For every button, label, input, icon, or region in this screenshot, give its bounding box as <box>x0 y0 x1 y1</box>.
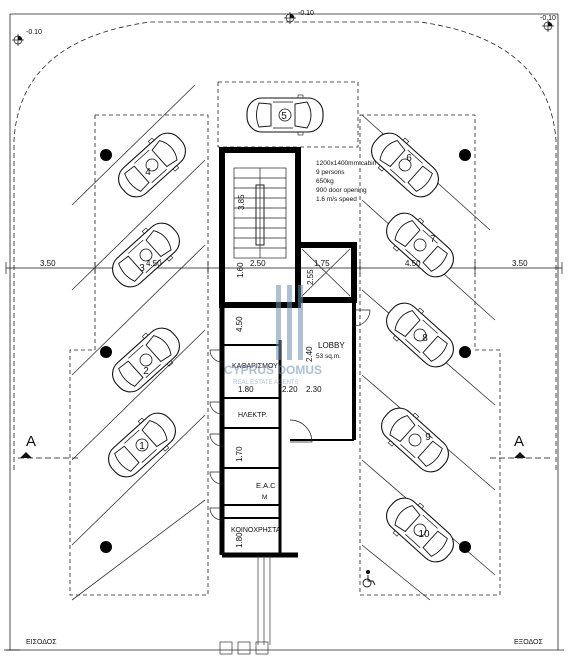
stair <box>233 167 287 259</box>
room-area-lobby: 53 sq.m. <box>316 353 341 360</box>
wheelchair-icon <box>362 569 376 588</box>
room-label-lobby: LOBBY <box>318 341 345 350</box>
dim-left-inner: 4.50 <box>146 259 162 268</box>
dim-lobby-height: 2.40 <box>305 346 314 362</box>
elevator-spec-note: 1200x1400mm cabin 9 persons 650kg 900 do… <box>316 160 377 203</box>
parking-car-8 <box>377 294 463 376</box>
structural-columns <box>100 149 471 553</box>
svg-text:900 door opening: 900 door opening <box>316 187 367 194</box>
service-rooms <box>222 344 280 519</box>
svg-text:1.6 m/s speed: 1.6 m/s speed <box>316 196 357 203</box>
dim-common-height: 1.80 <box>235 532 244 548</box>
watermark-brand: CYPRUS DOMUS <box>224 363 322 377</box>
watermark-tagline: REAL ESTATE AGENTS <box>233 380 299 386</box>
site-boundary <box>4 13 564 651</box>
entrance-ramp <box>219 555 271 655</box>
svg-text:9 persons: 9 persons <box>316 169 345 176</box>
exit-label: ΕΞΟΔΟΣ <box>514 639 543 646</box>
svg-text:A: A <box>514 433 524 450</box>
door-swings <box>209 309 371 521</box>
svg-text:A: A <box>26 433 36 450</box>
entrance-label: ΕΙΣΟΔΟΣ <box>26 639 57 646</box>
dim-corridor: 4.50 <box>235 316 244 332</box>
level-top-mid: -0.10 <box>298 10 314 17</box>
dim-shaft-width: 1.75 <box>314 259 330 268</box>
dim-core-height: 1.60 <box>236 262 245 278</box>
room-label-electrical: ΗΛΕΚΤΡ. <box>238 412 267 419</box>
parking-number-9: 9 <box>425 432 431 443</box>
dim-right-inner: 4.50 <box>405 259 421 268</box>
parking-number-2: 2 <box>143 366 149 377</box>
watermark: CYPRUS DOMUS REAL ESTATE AGENTS <box>224 285 322 386</box>
dim-left-outer: 3.50 <box>40 259 56 268</box>
section-marker-left: A <box>18 433 80 459</box>
parking-number-6: 6 <box>406 153 412 164</box>
room-label-eac: E.A.C <box>256 481 276 490</box>
svg-text:650kg: 650kg <box>316 178 334 185</box>
parking-number-8: 8 <box>422 333 428 344</box>
level-top-left: -0.10 <box>26 29 42 36</box>
parking-car-3 <box>103 214 189 296</box>
parking-number-10: 10 <box>418 529 430 540</box>
dimension-line <box>5 262 563 274</box>
dim-elec-height: 1.70 <box>235 446 244 462</box>
parking-car-4 <box>109 124 195 206</box>
dim-cleaning-width: 1.80 <box>238 385 254 394</box>
building-core <box>219 147 357 558</box>
dim-stair-length: 3.85 <box>237 194 246 210</box>
section-marker-right: A <box>490 433 552 459</box>
dim-right-outer: 3.50 <box>512 259 528 268</box>
elevator-shaft <box>301 248 351 297</box>
parking-number-4: 4 <box>145 167 151 178</box>
dim-lobby-w2: 2.30 <box>306 385 322 394</box>
svg-text:1200x1400mm cabin: 1200x1400mm cabin <box>316 160 377 167</box>
dim-shaft-height: 2.55 <box>306 269 315 285</box>
level-marker-icon <box>11 33 25 47</box>
parking-number-1: 1 <box>139 441 145 452</box>
room-label-eac-sub: M <box>262 494 267 501</box>
parking-number-3: 3 <box>139 263 145 274</box>
room-label-cleaning: ΚΑΘΑΡΙΣΜΟΥ <box>232 363 278 370</box>
parking-number-5: 5 <box>281 111 287 122</box>
parking-car-7 <box>377 204 463 286</box>
dim-lobby-w1: 2.20 <box>282 385 298 394</box>
parking-car-9 <box>372 399 458 481</box>
room-label-common: ΚΟΙΝΟΧΡΗΣΤΑ <box>231 527 281 534</box>
dim-core-width: 2.50 <box>250 259 266 268</box>
parking-number-7: 7 <box>430 234 436 245</box>
level-top-right: -0.10 <box>540 15 556 22</box>
